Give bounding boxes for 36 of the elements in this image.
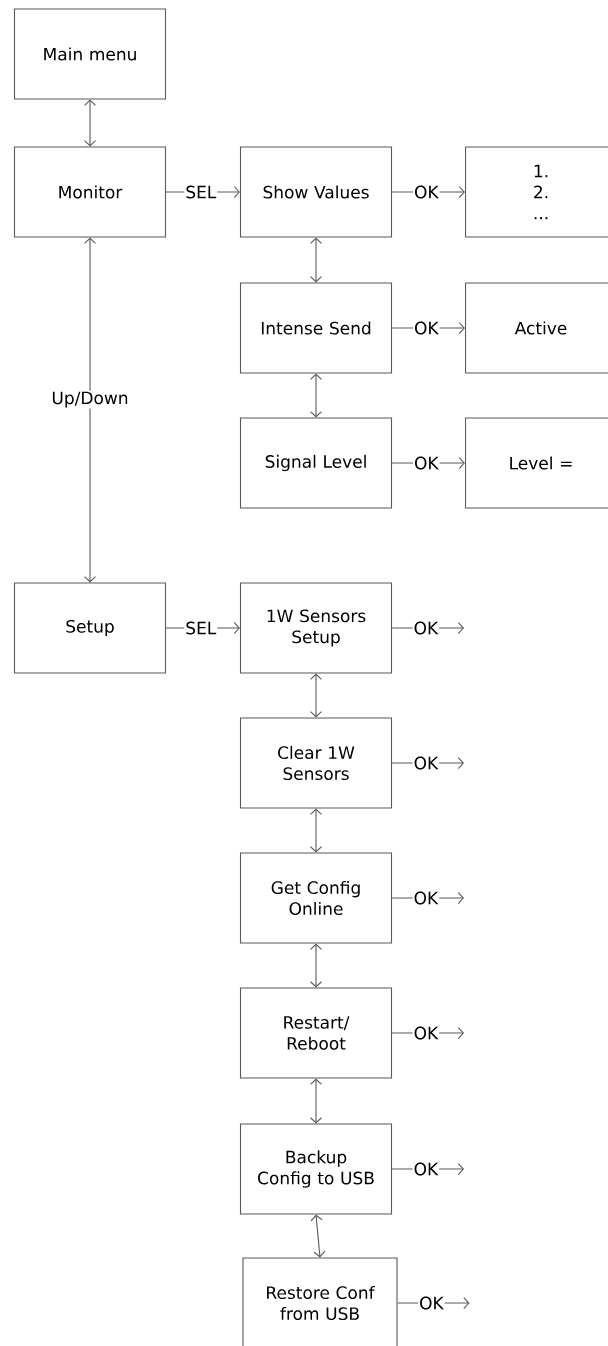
menu-box: Setup	[13, 582, 167, 674]
menu-box: Signal Level	[239, 417, 393, 509]
menu-box: Main menu	[13, 8, 167, 100]
edge-label: OK	[412, 1025, 440, 1041]
menu-box: Intense Send	[239, 282, 393, 374]
menu-box: Restore Conf from USB	[242, 1257, 398, 1346]
menu-box: Level =	[464, 417, 608, 509]
menu-box: Backup Config to USB	[239, 1123, 393, 1215]
arrow	[83, 237, 97, 583]
arrow	[309, 808, 323, 853]
menu-box: Show Values	[239, 146, 393, 238]
edge-label: OK	[412, 620, 440, 636]
arrow	[83, 99, 97, 147]
edge-label: SEL	[184, 184, 218, 200]
arrow	[309, 373, 323, 418]
menu-box: Get Config Online	[239, 852, 393, 944]
arrow	[309, 1078, 323, 1124]
menu-box: Clear 1W Sensors	[239, 717, 393, 809]
arrow	[309, 237, 323, 283]
menu-box: Monitor	[13, 146, 167, 238]
edge-label: Up/Down	[50, 390, 130, 409]
edge-label: OK	[413, 320, 440, 336]
menu-box: 1. 2. ...	[464, 146, 608, 238]
edge-label: OK	[412, 755, 440, 771]
edge-label: SEL	[184, 620, 218, 636]
edge-label: OK	[412, 1161, 440, 1177]
edge-label: OK	[412, 890, 440, 906]
menu-box: Restart/ Reboot	[239, 987, 393, 1079]
arrow	[309, 673, 323, 718]
arrow	[310, 1214, 326, 1258]
menu-box: Active	[464, 282, 608, 374]
edge-label: OK	[413, 455, 440, 471]
edge-label: OK	[418, 1295, 445, 1311]
menu-box: 1W Sensors Setup	[239, 582, 393, 674]
edge-label: OK	[413, 184, 440, 200]
arrow	[309, 943, 323, 988]
